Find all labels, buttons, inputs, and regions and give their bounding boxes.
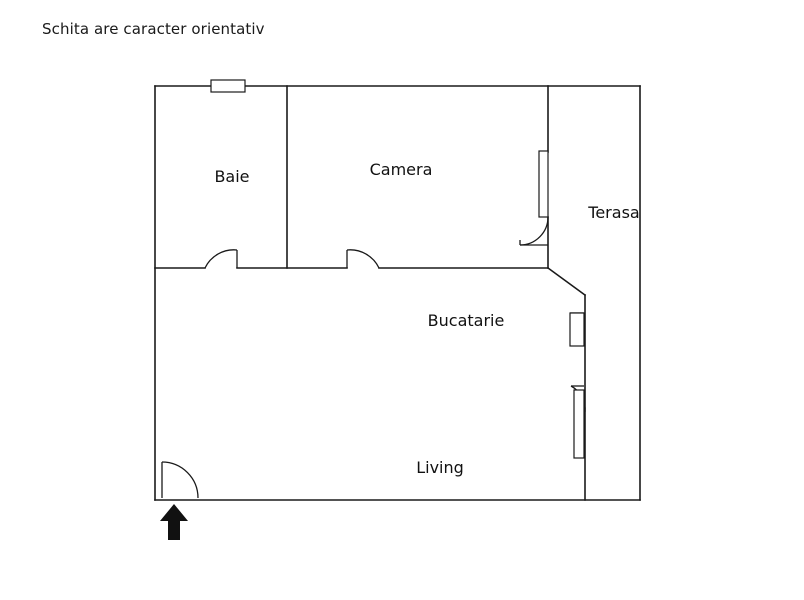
- entrance-arrow-shape: [160, 504, 188, 540]
- baie-window: [210, 79, 246, 93]
- room-label-living: Living: [416, 458, 464, 477]
- terasa-door-swing-arc: [519, 216, 549, 246]
- room-label-camera: Camera: [370, 160, 433, 179]
- camera-door: [346, 249, 380, 269]
- walls-group: [154, 85, 641, 501]
- doors-group: [161, 216, 586, 499]
- room-label-bucatarie: Bucatarie: [428, 311, 505, 330]
- terasa-door: [519, 216, 549, 246]
- baie-door-swing-arc: [204, 249, 238, 269]
- room-labels-group: Baie Camera Terasa Bucatarie Living: [214, 160, 639, 477]
- entry-door-swing-arc: [161, 461, 199, 499]
- page-title: Schita are caracter orientativ: [42, 20, 265, 38]
- entry-door: [161, 461, 199, 499]
- windows-group: [210, 79, 585, 459]
- wall-kitchen-angled: [546, 266, 587, 297]
- camera-door-swing-arc: [346, 249, 380, 269]
- room-label-terasa: Terasa: [587, 203, 639, 222]
- room-label-baie: Baie: [214, 167, 249, 186]
- bucatarie-window: [569, 312, 585, 347]
- living-window: [573, 389, 585, 459]
- camera-window: [538, 150, 549, 218]
- baie-door: [204, 249, 238, 269]
- entrance-direction-arrow: [160, 504, 188, 540]
